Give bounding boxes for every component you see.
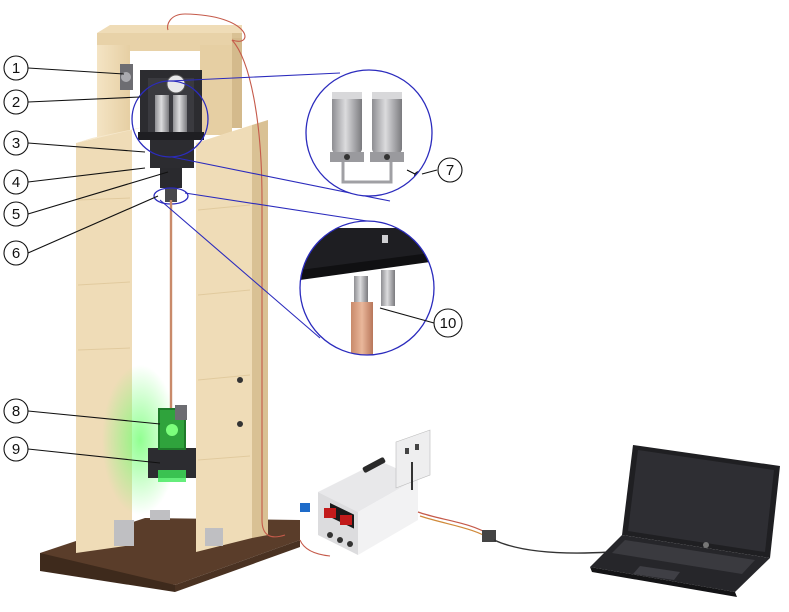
front-right-panel [196, 125, 252, 552]
svg-text:8: 8 [12, 403, 20, 420]
svg-text:6: 6 [12, 245, 20, 262]
label-7: 7 [437, 157, 463, 183]
laptop-icon [590, 445, 780, 597]
detail-view-bottom [299, 220, 435, 356]
svg-text:9: 9 [12, 441, 20, 458]
detail-view-top [305, 69, 433, 197]
label-10: 10 [433, 308, 463, 338]
clamp-mechanism [120, 64, 209, 205]
label-9: 9 [3, 436, 29, 462]
label-3: 3 [3, 130, 29, 156]
svg-text:2: 2 [12, 94, 20, 111]
label-4: 4 [3, 169, 29, 195]
label-8: 8 [3, 398, 29, 424]
label-6: 6 [3, 240, 29, 266]
svg-text:10: 10 [440, 315, 457, 332]
label-1: 1 [3, 55, 29, 81]
label-2: 2 [3, 89, 29, 115]
svg-text:1: 1 [12, 60, 20, 77]
svg-text:3: 3 [12, 135, 20, 152]
svg-text:4: 4 [12, 174, 20, 191]
label-leaders [27, 67, 438, 464]
power-supply-icon [300, 457, 418, 555]
lower-sensor-assembly [148, 405, 196, 482]
label-5: 5 [3, 201, 29, 227]
wall-outlet-icon [395, 429, 431, 490]
svg-text:5: 5 [12, 206, 20, 223]
svg-text:7: 7 [446, 162, 454, 179]
